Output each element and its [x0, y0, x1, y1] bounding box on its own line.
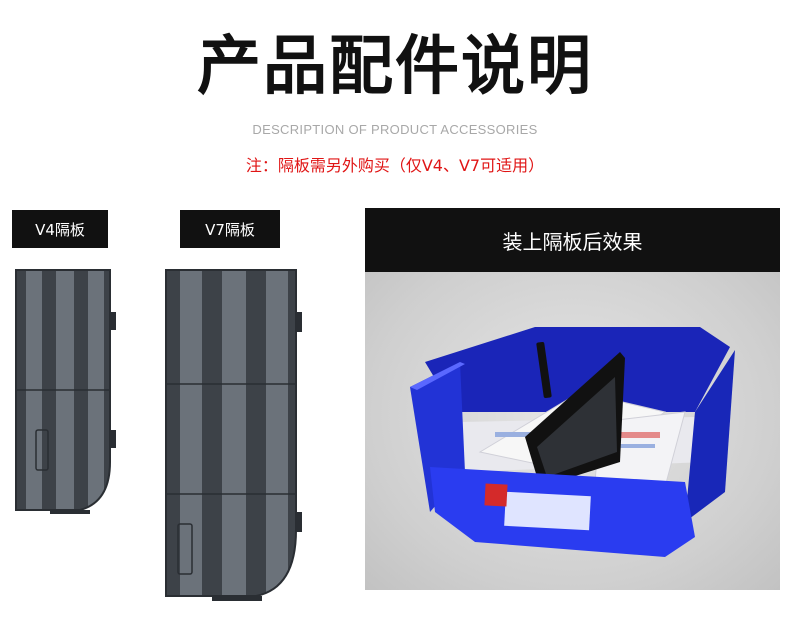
v4-divider-label: V4隔板: [12, 210, 108, 248]
v4-divider-image: [15, 269, 116, 514]
v7-divider-image: [165, 269, 302, 601]
purchase-note: 注：隔板需另外购买（仅V4、V7可适用）: [245, 156, 545, 175]
v7-divider-label: V7隔板: [180, 210, 280, 248]
page-title: 产品配件说明: [197, 30, 593, 104]
page-subtitle: DESCRIPTION OF PRODUCT ACCESSORIES: [252, 122, 538, 137]
effect-panel-header: 装上隔板后效果: [365, 208, 780, 272]
effect-photo: [365, 272, 780, 590]
blue-bin-with-divider-image: [410, 327, 735, 557]
